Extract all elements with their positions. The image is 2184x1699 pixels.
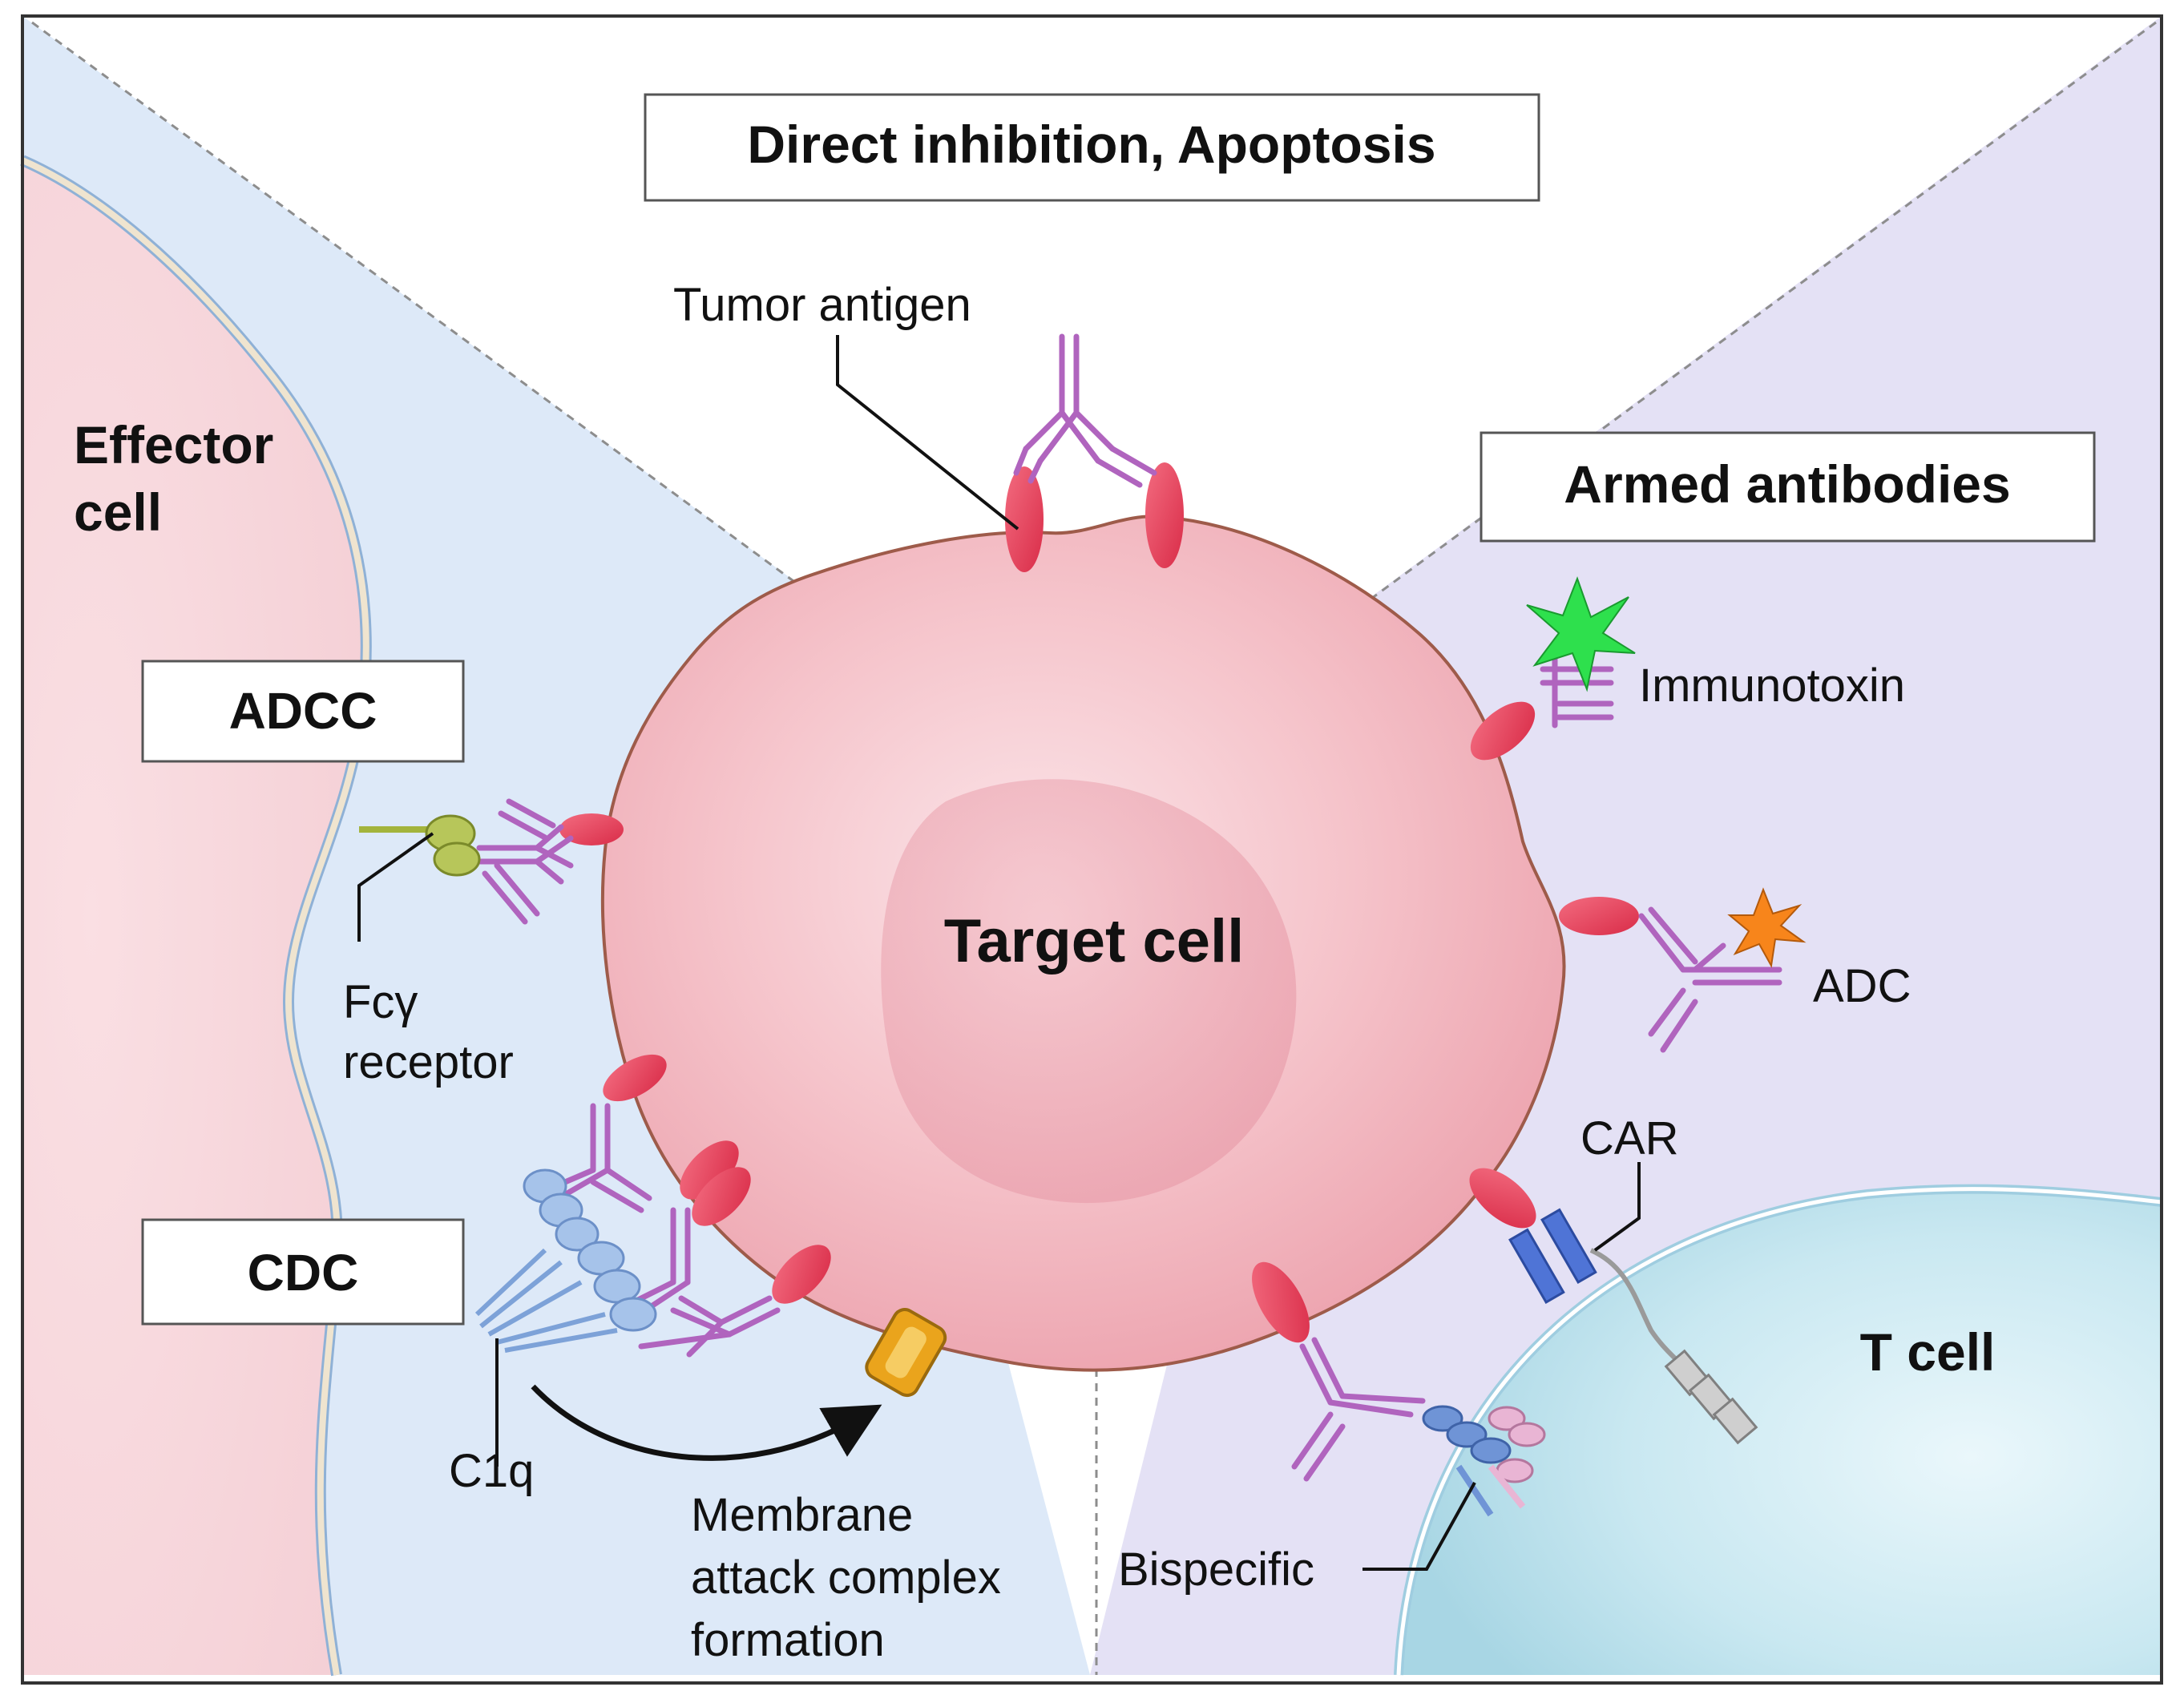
c1q-complex xyxy=(474,1168,657,1353)
antigen-car xyxy=(1469,1168,1536,1229)
membrane-attack-complex xyxy=(865,1308,947,1398)
tumor-antigens xyxy=(559,462,1639,1343)
bispecific-label: Bispecific xyxy=(1118,1544,1314,1596)
direct-inhibition-title: Direct inhibition, Apoptosis xyxy=(747,115,1435,174)
antibody-cdc-3 xyxy=(638,1295,781,1358)
bispecific-leader xyxy=(1362,1482,1476,1571)
cd3-complex xyxy=(1422,1405,1546,1517)
cdc-box: CDC xyxy=(141,1218,465,1326)
armed-antibodies-box: Armed antibodies xyxy=(1480,431,2096,543)
effector-cell-label-line2: cell xyxy=(74,482,162,542)
tumor-antigen-leader xyxy=(836,335,1019,531)
toxin-star xyxy=(1526,576,1636,692)
adc-label: ADC xyxy=(1813,960,1911,1012)
antigen-bispecific xyxy=(1252,1261,1310,1343)
antibody-adc xyxy=(1638,906,1782,1053)
adcc-box: ADCC xyxy=(141,660,465,763)
car-receptor xyxy=(1508,1208,1758,1445)
antigen-adc xyxy=(1559,897,1639,935)
antigen-cdc-2 xyxy=(680,1140,739,1200)
antigen-top-left xyxy=(1005,466,1044,572)
divider-right xyxy=(1362,21,2157,607)
antigen-top-right xyxy=(1145,462,1184,568)
mac-label-line1: Membrane xyxy=(691,1489,913,1541)
fc-receptor-label-line1: Fcγ xyxy=(343,976,418,1028)
antigen-cdc-3 xyxy=(692,1167,751,1226)
antigen-left-adcc xyxy=(559,813,624,845)
leader-lines xyxy=(357,335,1641,1571)
immunotoxin-label: Immunotoxin xyxy=(1639,660,1905,712)
car-leader xyxy=(1593,1162,1641,1252)
t-cell-membrane-inner xyxy=(1396,1187,2162,1676)
mac-formation-arrow xyxy=(531,1384,882,1461)
mac-label-line2: attack complex xyxy=(691,1552,1001,1604)
cdc-title: CDC xyxy=(248,1244,359,1301)
effector-membrane-inner xyxy=(21,157,369,1676)
antigen-cdc-1 xyxy=(603,1054,667,1102)
t-cell-label: T cell xyxy=(1860,1322,1996,1382)
target-nucleus xyxy=(881,779,1297,1204)
fc-gamma-receptor xyxy=(359,814,481,877)
t-cell xyxy=(1399,1188,2162,1675)
antibody-immunotoxin xyxy=(1540,654,1614,728)
antigen-immunotoxin xyxy=(1470,701,1536,761)
figure-frame xyxy=(21,14,2163,1685)
c1q-label: C1q xyxy=(449,1445,534,1497)
target-cell-label: Target cell xyxy=(944,907,1245,975)
fc-receptor-label-line2: receptor xyxy=(343,1036,514,1088)
antibody-cdc-2 xyxy=(622,1207,691,1322)
drug-star xyxy=(1727,887,1807,969)
direct-inhibition-box: Direct inhibition, Apoptosis xyxy=(644,93,1540,202)
fc-receptor-leader xyxy=(357,832,434,942)
antigen-cdc-4 xyxy=(772,1245,831,1304)
divider-left xyxy=(31,21,794,583)
mac-label-line3: formation xyxy=(691,1614,885,1666)
tumor-antigen-label: Tumor antigen xyxy=(673,279,971,331)
antibody-direct xyxy=(1013,333,1157,488)
adcc-title: ADCC xyxy=(229,682,377,740)
car-label: CAR xyxy=(1580,1112,1678,1164)
antibody-adcc xyxy=(476,798,574,925)
effector-cell-label-line1: Effector xyxy=(74,415,273,474)
antibody-bispecific xyxy=(1291,1337,1426,1482)
antibodies xyxy=(476,333,1782,1482)
armed-antibodies-title: Armed antibodies xyxy=(1564,454,2010,514)
